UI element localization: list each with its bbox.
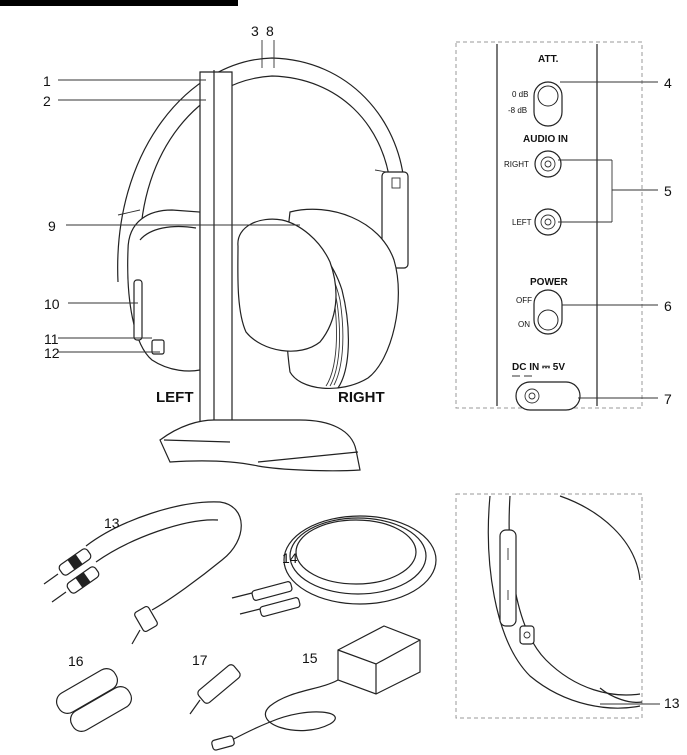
batteries [53,665,135,735]
label-17: 17 [192,652,208,668]
power-adapter [211,626,420,751]
headphone-illustration [118,58,408,471]
stereo-cable [232,516,436,617]
label-10: 10 [44,296,60,312]
earcup-detail [456,494,660,718]
label-8: 8 [266,23,274,39]
jack-adaptor [190,663,242,714]
label-12: 12 [44,345,60,361]
power-off-label: OFF [516,296,532,305]
audio-left-label: LEFT [512,218,532,227]
side-right-label: RIGHT [338,389,385,406]
audio-right-label: RIGHT [504,160,529,169]
label-5: 5 [664,183,672,199]
label-4: 4 [664,75,672,91]
label-7: 7 [664,391,672,407]
control-panel-detail [456,42,658,410]
header-bar [0,0,238,6]
side-left-label: LEFT [156,389,194,406]
power-on-label: ON [518,320,530,329]
label-14: 14 [282,550,298,566]
label-2: 2 [43,93,51,109]
att-8db-label: -8 dB [508,106,527,115]
power-title: POWER [530,277,569,288]
label-1: 1 [43,73,51,89]
label-13-accessory: 13 [104,515,120,531]
att-title: ATT. [538,54,559,65]
label-9: 9 [48,218,56,234]
label-16: 16 [68,653,84,669]
dc-in-title: DC IN ⎓ 5V [512,362,565,373]
audio-in-title: AUDIO IN [523,134,568,145]
label-13-detail: 13 [664,695,680,711]
att-0db-label: 0 dB [512,90,528,99]
label-15: 15 [302,650,318,666]
label-6: 6 [664,298,672,314]
label-3: 3 [251,23,259,39]
rca-cable [44,502,241,644]
